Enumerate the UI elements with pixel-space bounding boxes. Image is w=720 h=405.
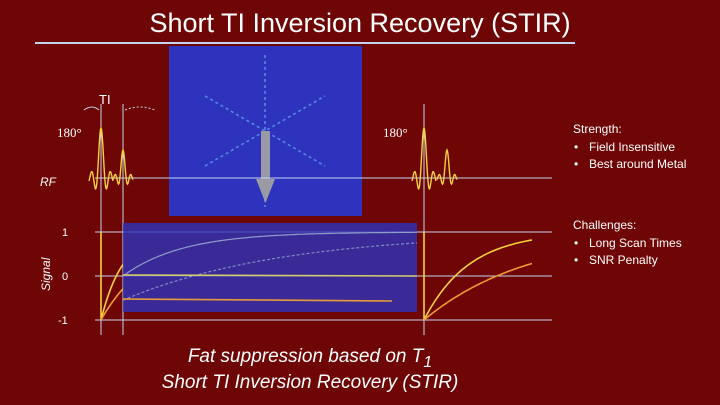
challenges-item: Long Scan Times <box>573 235 682 252</box>
fat-recovery-curve <box>100 232 124 321</box>
caption-line-2: Short TI Inversion Recovery (STIR) <box>161 372 459 393</box>
faded-recovery-curve-upper <box>122 231 417 277</box>
slide-title: Short TI Inversion Recovery (STIR) <box>149 8 571 38</box>
readout-panel <box>123 223 417 312</box>
pulse-label-right: 180° <box>383 125 408 140</box>
caption-line-1: Fat suppression based on T1 <box>0 344 620 376</box>
tissue-recovery-curve-second <box>423 262 533 321</box>
challenges-item: SNR Penalty <box>573 252 682 269</box>
rf-pulse-180-right <box>411 125 437 191</box>
strength-list: Field Insensitive Best around Metal <box>573 139 686 173</box>
title-underline <box>35 42 575 44</box>
rf-label: RF <box>40 175 57 189</box>
tick-label-zero: 0 <box>62 271 68 283</box>
tissue-recovery-curve <box>100 288 124 321</box>
challenges-list: Long Scan Times SNR Penalty <box>573 235 682 269</box>
rf-pulse-90-right <box>436 148 458 186</box>
magnetization-vector-shaft <box>261 131 270 179</box>
tick-label-minus-one: -1 <box>58 315 68 327</box>
strength-item: Field Insensitive <box>573 139 686 156</box>
magnetization-vector-head <box>256 179 275 203</box>
ti-label: TI <box>99 92 111 107</box>
strength-item: Best around Metal <box>573 156 686 173</box>
challenges-block: Challenges: Long Scan Times SNR Penalty <box>573 217 682 269</box>
fat-nulled-signal-line <box>122 274 418 277</box>
faded-recovery-curve-lower <box>122 242 418 301</box>
caption-subscript: 1 <box>423 353 433 371</box>
tissue-signal-line <box>122 298 393 302</box>
pulse-label-left: 180° <box>57 125 82 140</box>
strength-block: Strength: Field Insensitive Best around … <box>573 121 686 173</box>
ti-arrow-right <box>124 106 156 111</box>
ti-arrow-left <box>83 106 100 111</box>
strength-heading: Strength: <box>573 122 622 136</box>
rf-pulse-90-left <box>112 148 134 186</box>
caption-line-1-text: Fat suppression based on T <box>187 346 424 367</box>
rf-pulse-180-left <box>88 125 114 191</box>
signal-axis-label: Signal <box>39 257 53 291</box>
tick-label-plus-one: 1 <box>62 227 68 239</box>
fat-recovery-curve-second <box>423 232 533 321</box>
challenges-heading: Challenges: <box>573 218 637 232</box>
